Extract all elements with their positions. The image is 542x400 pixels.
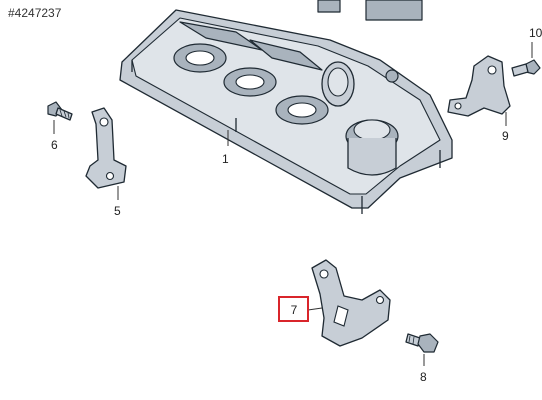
callout-8: 8 — [420, 370, 427, 384]
callout-5: 5 — [114, 204, 121, 218]
callout-10: 10 — [529, 26, 542, 40]
bolt-6 — [47, 101, 73, 121]
bracket-5 — [85, 107, 127, 189]
callout-9: 9 — [502, 129, 509, 143]
bolt-10 — [511, 59, 541, 77]
bracket-7 — [311, 259, 391, 347]
bracket-9 — [447, 55, 511, 117]
callout-1: 1 — [222, 152, 229, 166]
reference-id: #4247237 — [8, 6, 62, 20]
callout-6: 6 — [51, 138, 58, 152]
callout-7: 7 — [291, 303, 298, 317]
bolt-8 — [405, 333, 439, 353]
cylinder-head-cover — [119, 0, 453, 214]
highlight-box-7 — [278, 296, 309, 322]
